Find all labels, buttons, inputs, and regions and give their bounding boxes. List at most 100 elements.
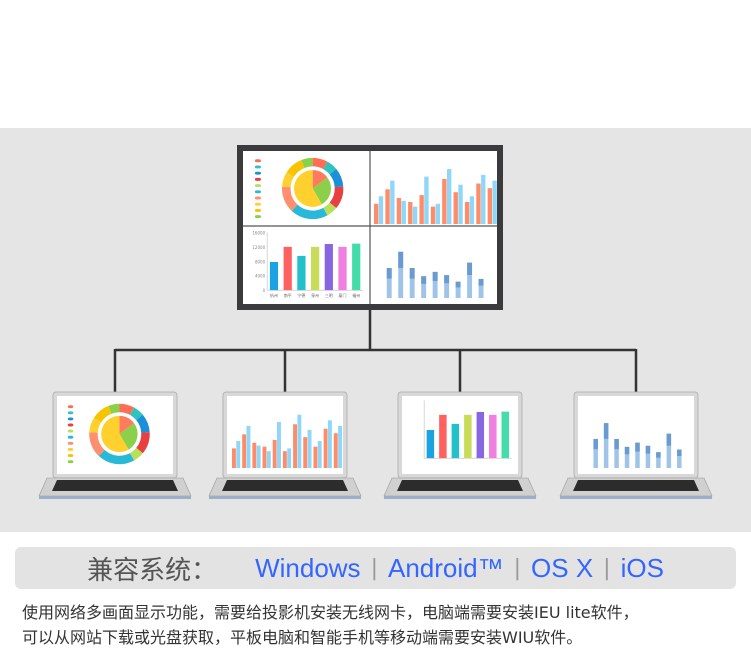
pie-slice [108, 403, 120, 414]
bar-top [645, 445, 651, 454]
laptop [208, 391, 362, 499]
bar-top [656, 452, 661, 458]
bar [645, 445, 651, 468]
pie-slice [89, 417, 102, 433]
bar-top [432, 271, 438, 282]
laptop-edge [384, 496, 536, 499]
bar [282, 451, 287, 468]
legend-mark [254, 184, 261, 188]
bar [603, 423, 609, 468]
bar [412, 206, 418, 224]
bar [435, 203, 440, 224]
inner-slice [312, 170, 328, 189]
x-tick-label: 厦门 [339, 292, 347, 298]
legend-mark [254, 165, 261, 169]
pie-slice [329, 186, 344, 209]
legend-mark [67, 460, 74, 464]
bar [323, 428, 328, 468]
bar [390, 180, 395, 224]
bar [419, 195, 424, 224]
bar [324, 243, 333, 291]
legend-mark [67, 423, 74, 427]
legend-mark [254, 177, 261, 181]
bar [297, 255, 306, 291]
keyboard [397, 480, 523, 491]
bar [467, 262, 473, 298]
bar [444, 275, 450, 298]
legend-mark [254, 196, 261, 200]
inner-slice [119, 423, 138, 450]
bar-top [467, 262, 473, 276]
x-tick-label: 宁德 [297, 292, 305, 298]
description-line: 可以从网站下载或光盘获取，平板电脑和智能手机等移动端需要安装WIU软件。 [22, 628, 583, 647]
bar [283, 246, 292, 291]
bar [256, 445, 261, 468]
description-line: 使用网络多画面显示功能，需要给投影机安装无线网卡，电脑端需要安装IEU lite… [22, 603, 639, 622]
laptop [383, 391, 537, 499]
bar [635, 442, 640, 468]
bar [624, 446, 630, 468]
bar [333, 433, 338, 468]
bar [396, 197, 402, 224]
bar [293, 424, 298, 468]
legend-mark [67, 405, 74, 409]
x-tick-label: 福州 [352, 292, 360, 298]
bar-top [614, 438, 619, 450]
bar-top [635, 442, 640, 452]
bar [430, 206, 436, 224]
bar [313, 446, 318, 468]
x-tick-label: 泉州 [311, 292, 319, 298]
bar [374, 203, 379, 224]
bar [487, 188, 493, 224]
inner-slice [294, 170, 322, 207]
bar [277, 421, 281, 468]
laptop-screen [402, 396, 518, 474]
pie-slice [93, 405, 112, 423]
bar [246, 425, 251, 468]
bar-top [386, 268, 392, 279]
bar [453, 192, 458, 224]
pie-slice [129, 407, 143, 421]
bar [310, 246, 320, 291]
legend-mark [254, 159, 261, 163]
pie-slice [136, 432, 150, 454]
network-display-illustration: 杭州南平宁德泉州三明厦门福州1600012000800040000 [38, 145, 713, 499]
legend-mark [254, 171, 261, 175]
description: 使用网络多画面显示功能，需要给投影机安装无线网卡，电脑端需要安装IEU lite… [22, 600, 742, 650]
bar-top [478, 278, 484, 286]
pie-slice [301, 157, 313, 168]
legend-mark [254, 208, 261, 212]
bar-top [398, 251, 404, 268]
bar [458, 184, 463, 224]
os-osx: OS X [531, 552, 594, 583]
keyboard [573, 480, 699, 491]
bar [489, 414, 497, 459]
bar-top [603, 423, 609, 439]
pie-slice [291, 204, 328, 220]
bar [464, 202, 470, 224]
x-tick-label: 杭州 [270, 292, 278, 298]
bar [426, 430, 435, 459]
main-display: 杭州南平宁德泉州三明厦门福州1600012000800040000 [237, 145, 503, 310]
keyboard [52, 480, 178, 491]
pie-slice [323, 202, 337, 216]
bar [481, 174, 486, 224]
inner-slice [101, 415, 129, 453]
bar [656, 452, 661, 468]
bar [614, 438, 619, 468]
bar-top [444, 275, 450, 284]
bar-top [409, 268, 415, 279]
pie-slice [129, 447, 143, 461]
bar-top [666, 433, 672, 446]
os-android: Android™ [387, 552, 504, 583]
legend-mark [67, 435, 74, 439]
os-windows: Windows [255, 552, 361, 583]
bar [303, 437, 308, 468]
x-tick-label: 三明 [325, 293, 333, 298]
compatible-systems-bar: 兼容系统： Windows| Android™| OS X| iOS [15, 547, 736, 589]
bar [442, 178, 447, 224]
bar [327, 420, 332, 468]
bar [478, 278, 484, 298]
bar [432, 271, 438, 298]
bar [242, 434, 247, 468]
